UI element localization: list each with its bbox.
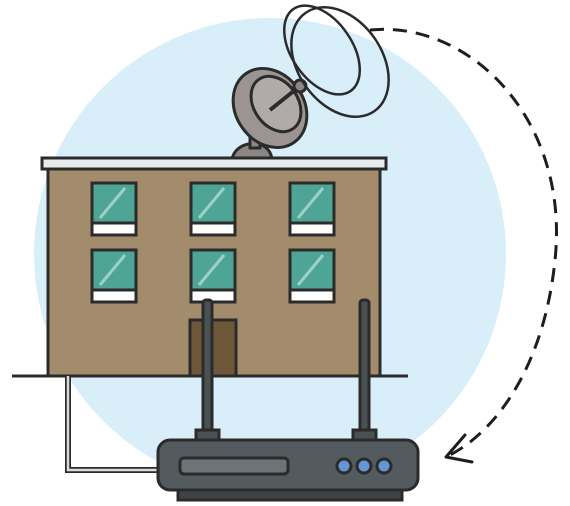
window — [290, 250, 334, 302]
window — [92, 183, 136, 235]
led — [357, 459, 371, 473]
led — [337, 459, 351, 473]
window — [191, 183, 235, 235]
building-icon — [42, 158, 386, 376]
roof-trim — [42, 158, 386, 169]
window — [92, 250, 136, 302]
window — [290, 183, 334, 235]
led — [377, 459, 391, 473]
window — [191, 250, 235, 302]
